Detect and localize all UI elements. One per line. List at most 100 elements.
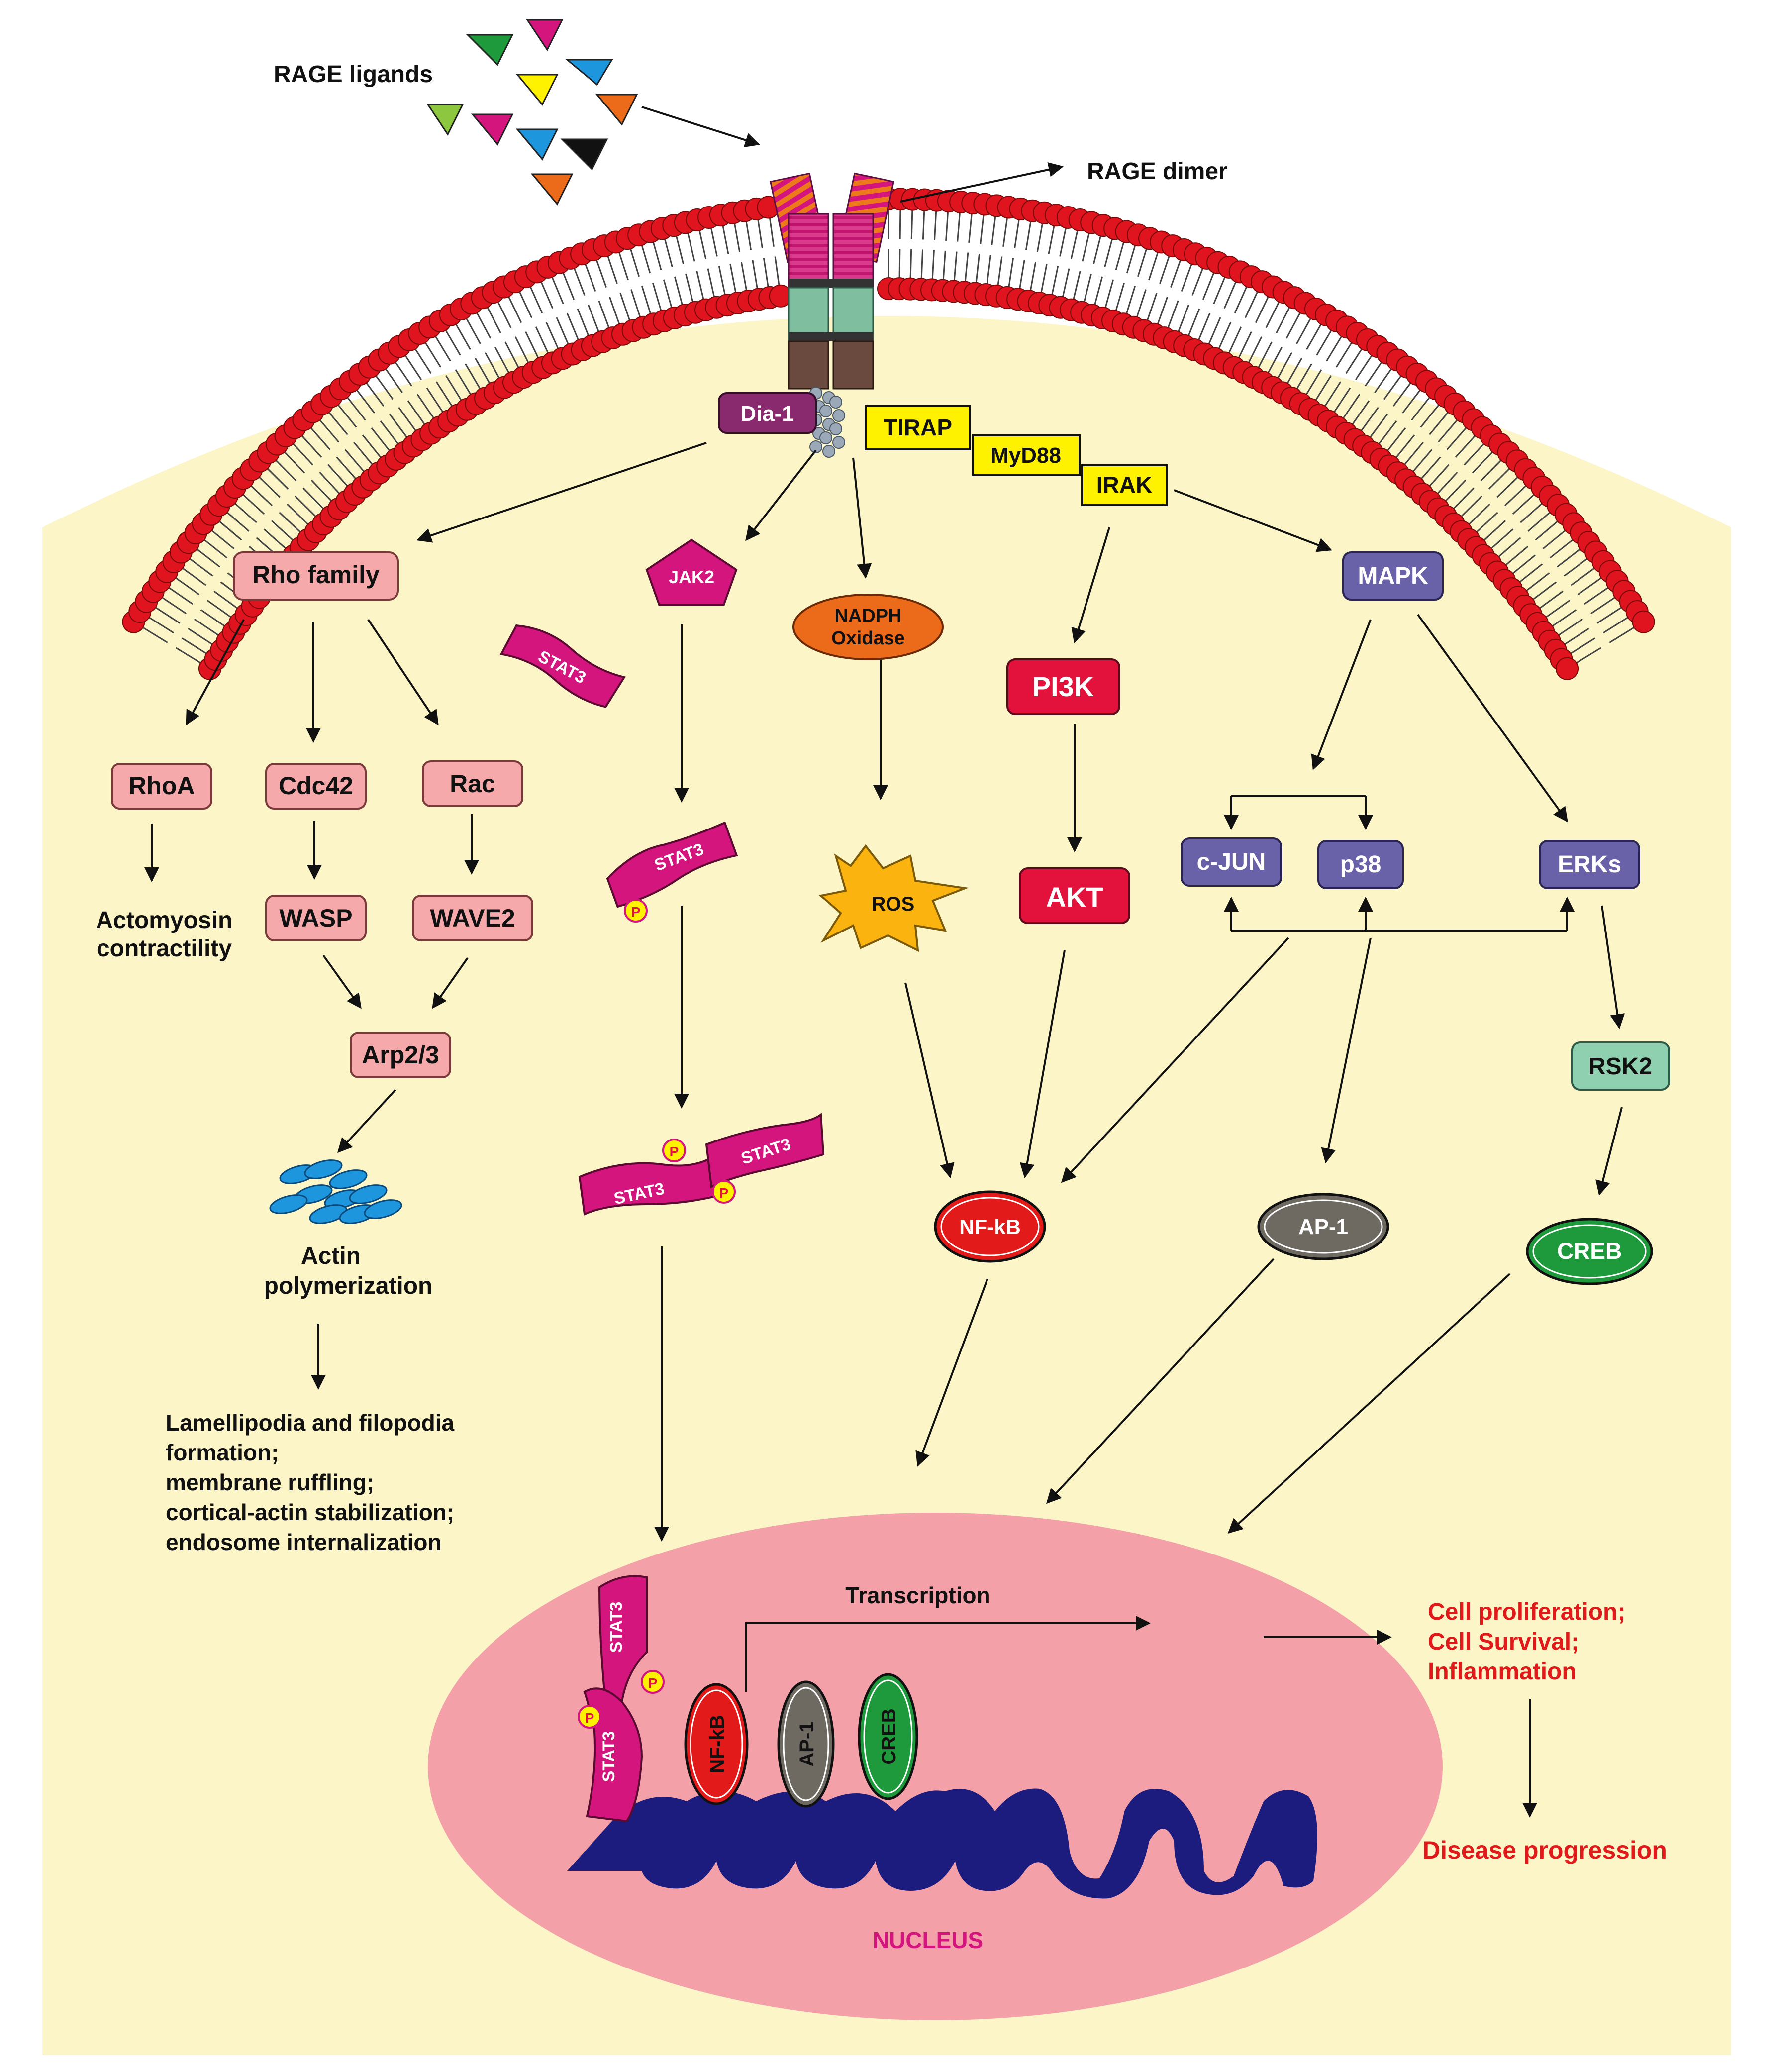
ap1-label: AP-1 bbox=[1298, 1215, 1348, 1239]
phosphate-icon bbox=[641, 1670, 665, 1694]
actomyosin-label-line1: Actomyosin bbox=[96, 907, 233, 933]
phosphate-label: P bbox=[719, 1185, 729, 1201]
phosphate-label: P bbox=[631, 904, 641, 920]
ligand-triangle-icon bbox=[466, 34, 514, 66]
nfkb-ring bbox=[940, 1197, 1040, 1256]
nadph-oxidase-node bbox=[792, 594, 944, 660]
lamellipodia-line: Lamellipodia and filopodia bbox=[166, 1410, 455, 1436]
actomyosin-label-line2: contractility bbox=[97, 935, 232, 962]
ap1-node bbox=[1257, 1193, 1389, 1260]
cjun-box bbox=[1181, 837, 1282, 887]
phosphate-label: P bbox=[585, 1710, 594, 1726]
pi3k-box bbox=[1006, 658, 1120, 715]
stat3-label: STAT3 bbox=[607, 1602, 626, 1653]
nadph-label-line2: Oxidase bbox=[831, 628, 905, 649]
chromatin-dna bbox=[567, 1788, 1317, 1899]
p38-box bbox=[1317, 840, 1404, 889]
nadph-label-line1: NADPH bbox=[834, 606, 901, 626]
stat3-phosphorylated: STAT3 bbox=[606, 821, 738, 908]
lamellipodia-line: formation; bbox=[166, 1440, 279, 1465]
lamellipodia-line: endosome internalization bbox=[166, 1529, 442, 1555]
myd88-box bbox=[972, 434, 1081, 476]
creb-nuclear-node bbox=[858, 1673, 918, 1800]
actin-label-line2: polymerization bbox=[264, 1273, 433, 1299]
ligand-triangle-icon bbox=[526, 19, 564, 51]
rhoa-box bbox=[111, 763, 212, 810]
rsk2-box bbox=[1571, 1041, 1670, 1091]
p38-label: p38 bbox=[1340, 851, 1382, 878]
cdc42-box bbox=[265, 763, 367, 810]
cdc42-label: Cdc42 bbox=[279, 772, 353, 800]
rage-ligands-group bbox=[426, 19, 638, 206]
ap1-nuclear-ring bbox=[783, 1687, 829, 1801]
ligand-triangle-icon bbox=[560, 138, 608, 171]
transcription-label: Transcription bbox=[845, 1582, 990, 1608]
ligand-triangle-icon bbox=[565, 59, 613, 86]
wasp-box bbox=[265, 895, 367, 941]
wave2-label: WAVE2 bbox=[430, 904, 515, 932]
jak2-pentagon bbox=[645, 538, 738, 606]
rac-label: Rac bbox=[450, 770, 495, 798]
disease-progression-label: Disease progression bbox=[1422, 1836, 1667, 1864]
ros-label: ROS bbox=[872, 893, 915, 915]
rhoa-label: RhoA bbox=[128, 772, 195, 800]
ligand-triangle-icon bbox=[471, 113, 514, 146]
creb-nuclear-ring bbox=[863, 1679, 913, 1794]
irak-label: IRAK bbox=[1096, 472, 1152, 498]
outcome-line: Cell proliferation; bbox=[1428, 1599, 1625, 1625]
rage-dimer-label: RAGE dimer bbox=[1087, 158, 1228, 185]
ap1-nuclear-node bbox=[777, 1680, 835, 1808]
phosphate-label: P bbox=[648, 1675, 658, 1691]
arp23-box bbox=[350, 1032, 451, 1078]
nfkb-nuclear-ring bbox=[690, 1689, 743, 1799]
ap1-nuclear-label: AP-1 bbox=[796, 1721, 818, 1766]
erks-box bbox=[1539, 840, 1640, 889]
lipid-bilayer-membrane bbox=[122, 188, 1655, 680]
lamellipodia-line: cortical-actin stabilization; bbox=[166, 1499, 454, 1525]
creb-node bbox=[1526, 1218, 1653, 1285]
rage-ligands-label: RAGE ligands bbox=[274, 61, 433, 88]
outcome-text: Cell proliferation; Cell Survival; Infla… bbox=[1428, 1599, 1625, 1685]
erks-label: ERKs bbox=[1558, 851, 1621, 878]
ligand-triangle-icon bbox=[515, 74, 559, 106]
actin-filaments-icon bbox=[269, 1159, 402, 1224]
outcome-line: Cell Survival; bbox=[1428, 1629, 1579, 1655]
irak-box bbox=[1081, 464, 1168, 506]
rho-family-label: Rho family bbox=[252, 561, 380, 589]
tirap-box bbox=[865, 405, 971, 450]
arp23-label: Arp2/3 bbox=[362, 1041, 439, 1069]
actin-label-line1: Actin bbox=[301, 1243, 361, 1269]
akt-label: AKT bbox=[1046, 881, 1103, 913]
outcome-line: Inflammation bbox=[1428, 1658, 1577, 1685]
phosphate-icon bbox=[578, 1705, 601, 1729]
cjun-label: c-JUN bbox=[1197, 849, 1266, 875]
ligand-triangle-icon bbox=[595, 94, 638, 126]
wasp-label: WASP bbox=[279, 904, 352, 932]
ligand-triangle-icon bbox=[515, 128, 559, 161]
ligand-triangle-icon bbox=[530, 173, 574, 206]
lamellipodia-line: membrane ruffling; bbox=[166, 1469, 374, 1495]
nfkb-node bbox=[934, 1190, 1046, 1263]
myd88-label: MyD88 bbox=[990, 443, 1061, 468]
stat3-dimer-nuclear: STAT3 STAT3 P P bbox=[578, 1575, 665, 1823]
jak2-label: JAK2 bbox=[669, 567, 714, 587]
nfkb-label: NF-kB bbox=[959, 1215, 1021, 1239]
ap1-ring bbox=[1264, 1199, 1383, 1254]
creb-ring bbox=[1532, 1224, 1647, 1279]
rsk2-label: RSK2 bbox=[1588, 1053, 1652, 1080]
phosphate-icon bbox=[662, 1139, 686, 1162]
phosphate-label: P bbox=[670, 1144, 679, 1159]
creb-label: CREB bbox=[1557, 1238, 1622, 1264]
rac-box bbox=[422, 760, 523, 807]
stat3-label: STAT3 bbox=[599, 1731, 618, 1782]
ros-starburst bbox=[818, 844, 969, 952]
dia1-label: Dia-1 bbox=[740, 402, 794, 426]
rage-dimer-receptor bbox=[770, 172, 894, 458]
ligand-triangle-icon bbox=[426, 104, 464, 136]
phosphate-icon bbox=[624, 899, 648, 923]
nfkb-nuclear-node bbox=[684, 1683, 749, 1805]
tirap-label: TIRAP bbox=[884, 414, 952, 440]
mapk-box bbox=[1342, 551, 1444, 601]
nfkb-nuclear-label: NF-kB bbox=[706, 1715, 728, 1773]
